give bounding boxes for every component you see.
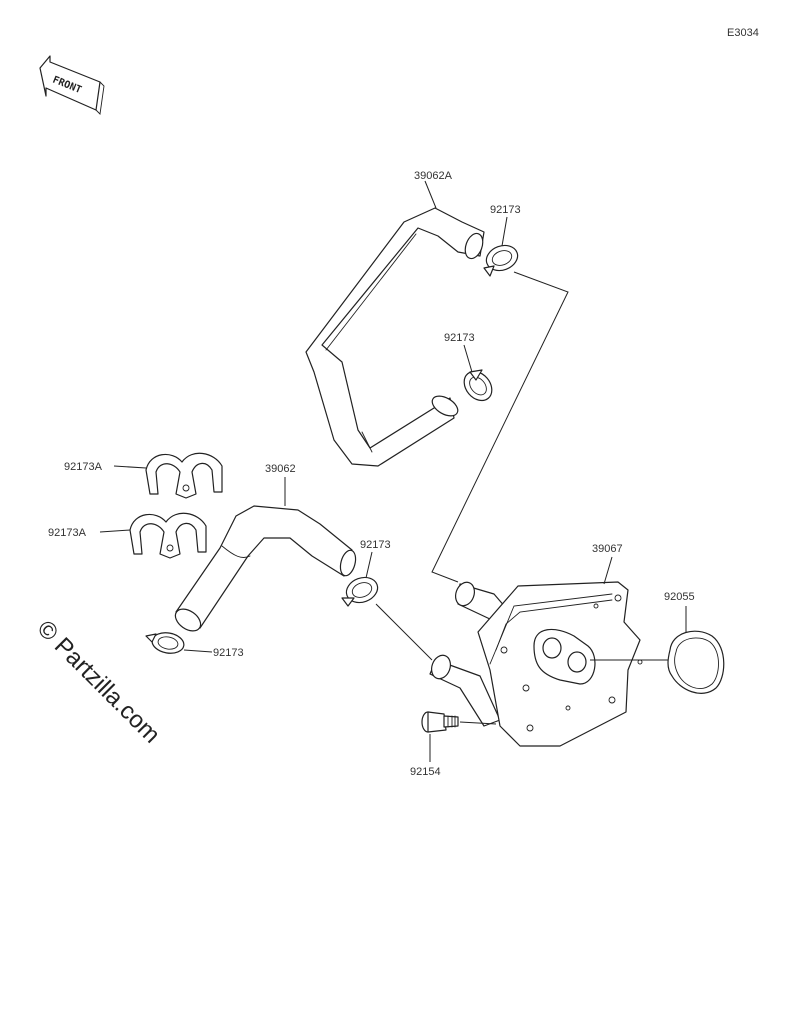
diagram-code: E3034: [727, 27, 759, 39]
gasket[interactable]: [667, 630, 725, 694]
clamp-upper-b[interactable]: [459, 366, 498, 406]
holder-a[interactable]: [145, 452, 223, 499]
upper-hose[interactable]: [305, 207, 486, 467]
label-92173A-b: 92173A: [48, 527, 87, 539]
clamp-mid[interactable]: [341, 573, 381, 607]
lower-hose[interactable]: [171, 505, 358, 635]
label-92055: 92055: [664, 591, 695, 603]
label-92173-upper-a: 92173: [490, 204, 521, 216]
label-92173-mid: 92173: [360, 539, 391, 551]
clamp-upper-a[interactable]: [483, 241, 521, 277]
bolt[interactable]: [421, 711, 459, 733]
label-39062A: 39062A: [414, 170, 453, 182]
oil-cooler[interactable]: [428, 580, 643, 747]
label-92173-lower: 92173: [213, 647, 244, 659]
label-39062: 39062: [265, 463, 296, 475]
clamp-lower[interactable]: [145, 630, 185, 655]
label-92173A-a: 92173A: [64, 461, 103, 473]
label-39067: 39067: [592, 543, 623, 555]
holder-b[interactable]: [129, 512, 207, 559]
watermark: © Partzilla.com: [32, 615, 165, 748]
label-92173-upper-b: 92173: [444, 332, 475, 344]
front-arrow-icon: FRONT: [39, 55, 105, 115]
label-92154: 92154: [410, 766, 441, 778]
